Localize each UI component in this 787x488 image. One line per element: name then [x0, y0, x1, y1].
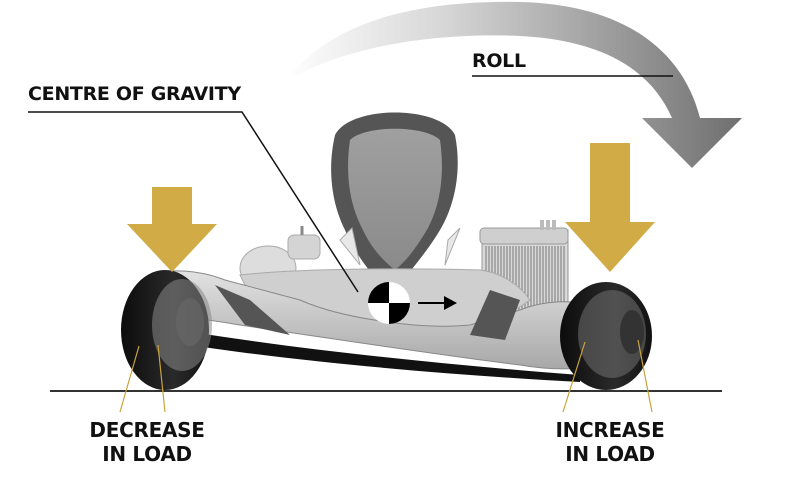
- increase-leader-line-1: [562, 341, 586, 413]
- decrease-in-load-label: DECREASE IN LOAD: [86, 418, 208, 466]
- increase-load-arrow-icon: [565, 143, 655, 272]
- decrease-load-arrow-icon: [127, 187, 217, 272]
- decrease-leader-line-1: [119, 345, 140, 413]
- increase-label-line2: IN LOAD: [565, 442, 655, 466]
- centre-of-gravity-symbol: [368, 282, 410, 324]
- decrease-leader-line-2: [157, 344, 166, 413]
- right-tyre: [560, 282, 652, 390]
- decrease-label-line1: DECREASE: [89, 418, 205, 442]
- cog-leader-line: [28, 111, 359, 293]
- increase-label-line1: INCREASE: [555, 418, 665, 442]
- decrease-label-line2: IN LOAD: [102, 442, 192, 466]
- roll-label: ROLL: [472, 50, 526, 72]
- kart-illustration: [121, 112, 652, 390]
- arrow-right-icon: [418, 296, 457, 310]
- kart-underside: [180, 330, 580, 382]
- roll-arrow-icon: [285, 1, 742, 169]
- centre-of-gravity-label: CENTRE OF GRAVITY: [28, 83, 241, 105]
- left-tyre: [121, 270, 212, 390]
- seat: [331, 112, 461, 285]
- increase-leader-line-2: [637, 339, 653, 413]
- increase-in-load-label: INCREASE IN LOAD: [555, 418, 665, 466]
